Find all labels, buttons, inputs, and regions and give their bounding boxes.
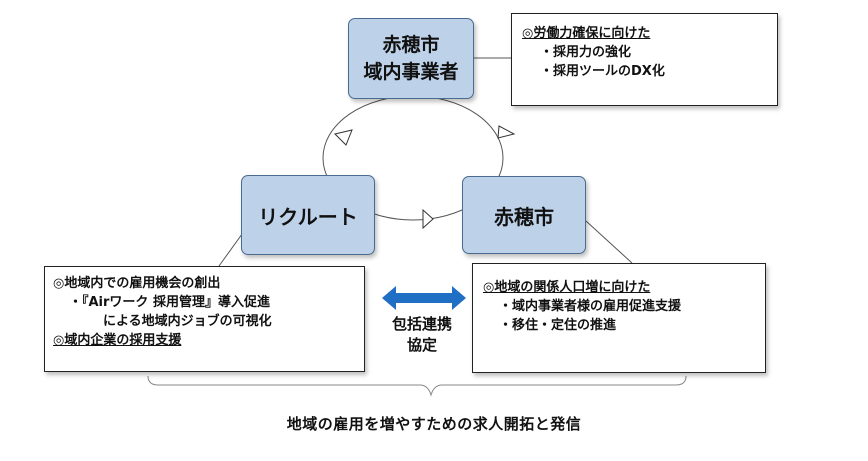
recruit-goals-heading-2: ◎域内企業の採用支援 [53, 333, 182, 348]
city-goals-item: ・移住・定住の推進 [499, 318, 617, 333]
partnership-label: 包括連携 協定 [378, 314, 466, 356]
node-ako-city-label: 赤穂市 [494, 204, 554, 229]
city-goals-item: ・域内事業者様の雇用促進支援 [499, 299, 682, 314]
partnership-arrow [382, 286, 466, 310]
node-recruit: リクルート [241, 175, 375, 255]
callout-line-city [585, 220, 633, 264]
footer-caption: 地域の雇用を増やすための求人開拓と発信 [286, 415, 582, 433]
box-business-goals: ◎労働力確保に向けた ・採用力の強化 ・採用ツールのDX化 [511, 13, 778, 106]
box-recruit-goals: ◎地域内での雇用機会の創出 ・『Airワーク 採用管理』導入促進 による地域内ジ… [44, 266, 365, 372]
cycle-arrow-right [497, 125, 516, 139]
box-city-goals: ◎地域の関係人口増に向けた ・域内事業者様の雇用促進支援 ・移住・定住の推進 [472, 263, 766, 373]
recruit-goals-item: ・『Airワーク 採用管理』導入促進 [69, 295, 270, 310]
recruit-goals-heading: ◎地域内での雇用機会の創出 [53, 276, 221, 291]
business-goals-item: ・採用力の強化 [540, 45, 632, 60]
cycle-arrow-left [334, 129, 353, 146]
recruit-goals-item-continued: による地域内ジョブの可視化 [103, 314, 272, 329]
double-arrow-icon [382, 286, 466, 310]
partnership-label-line1: 包括連携 [391, 315, 452, 333]
cycle-arrow-bottom [422, 208, 434, 230]
node-ako-city: 赤穂市 [462, 176, 586, 254]
node-ako-business-line2: 域内事業者 [363, 60, 459, 83]
business-goals-item: ・採用ツールのDX化 [540, 64, 665, 79]
city-goals-heading: ◎地域の関係人口増に向けた [483, 280, 651, 295]
node-ako-business-line1: 赤穂市 [382, 33, 440, 56]
node-recruit-label: リクルート [258, 204, 358, 229]
node-ako-business: 赤穂市 域内事業者 [348, 18, 474, 99]
bottom-brace [147, 375, 687, 397]
partnership-label-line2: 協定 [406, 336, 437, 354]
business-goals-heading: ◎労働力確保に向けた [522, 26, 651, 41]
